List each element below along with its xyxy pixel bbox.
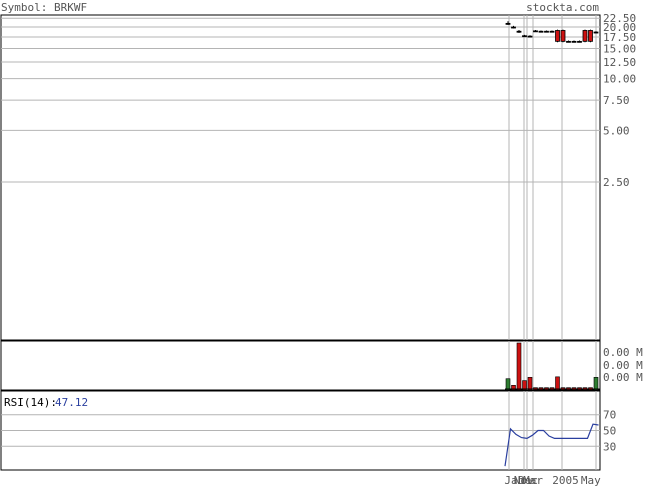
candle-body xyxy=(516,30,522,33)
volume-bar xyxy=(593,377,599,391)
candle-body xyxy=(588,30,593,42)
price-tick-label: 20.00 xyxy=(603,21,636,34)
rsi-tick-label: 50 xyxy=(603,425,616,438)
candle-body xyxy=(560,30,566,42)
volume-frame xyxy=(0,340,601,391)
rsi-value: 47.12 xyxy=(55,396,88,409)
rsi-line xyxy=(504,423,599,467)
rsi-tick-label: 70 xyxy=(603,409,616,422)
candle-body xyxy=(555,30,560,42)
candle-body xyxy=(538,30,544,33)
rsi-tick-label: 30 xyxy=(603,440,616,453)
volume-panel: 0.00 M0.00 M0.00 M xyxy=(0,340,643,391)
volume-bar xyxy=(555,376,560,391)
price-frame xyxy=(0,14,601,341)
rsi-label: RSI(14): xyxy=(4,396,57,409)
price-tick-label: 17.50 xyxy=(603,31,636,44)
candle-body xyxy=(566,40,571,43)
volume-bar xyxy=(527,377,533,391)
price-tick-label: 2.50 xyxy=(603,176,630,189)
candle-body xyxy=(571,40,577,43)
price-tick-label: 10.00 xyxy=(603,73,636,86)
x-tick-label: May xyxy=(581,474,601,486)
candle-body xyxy=(505,22,511,25)
price-tick-label: 5.00 xyxy=(603,124,630,137)
volume-tick-label: 0.00 M xyxy=(603,346,643,359)
candle-body xyxy=(593,31,599,34)
x-tick-label: Jan xyxy=(504,474,524,486)
x-tick-label: Dec xyxy=(518,474,538,486)
symbol-label: Symbol: BRKWF xyxy=(1,1,87,14)
candle-body xyxy=(544,30,549,33)
price-tick-label: 7.50 xyxy=(603,94,630,107)
site-label: stockta.com xyxy=(526,1,599,14)
price-tick-label: 15.00 xyxy=(603,42,636,55)
candle-body xyxy=(527,35,533,38)
volume-bar xyxy=(516,342,522,391)
candle-body xyxy=(533,30,538,33)
candle-body xyxy=(549,30,555,33)
volume-tick-label: 0.00 M xyxy=(603,359,643,372)
candle-body xyxy=(511,26,516,29)
volume-bar xyxy=(511,384,516,391)
volume-bar xyxy=(505,378,511,391)
x-tick-label: Nov xyxy=(514,474,534,486)
rsi-panel: 70 50 30 RSI(14):47.12 xyxy=(0,390,616,471)
x-tick-label: Mar xyxy=(523,474,543,486)
price-tick-label: 22.50 xyxy=(603,12,636,25)
price-tick-label: 12.50 xyxy=(603,56,636,69)
x-tick-label: 2005 xyxy=(552,474,579,486)
candle-body xyxy=(577,40,582,43)
candle-body xyxy=(582,30,588,42)
volume-bar xyxy=(522,380,527,391)
volume-tick-label: 0.00 M xyxy=(603,371,643,384)
candle-body xyxy=(522,35,527,38)
